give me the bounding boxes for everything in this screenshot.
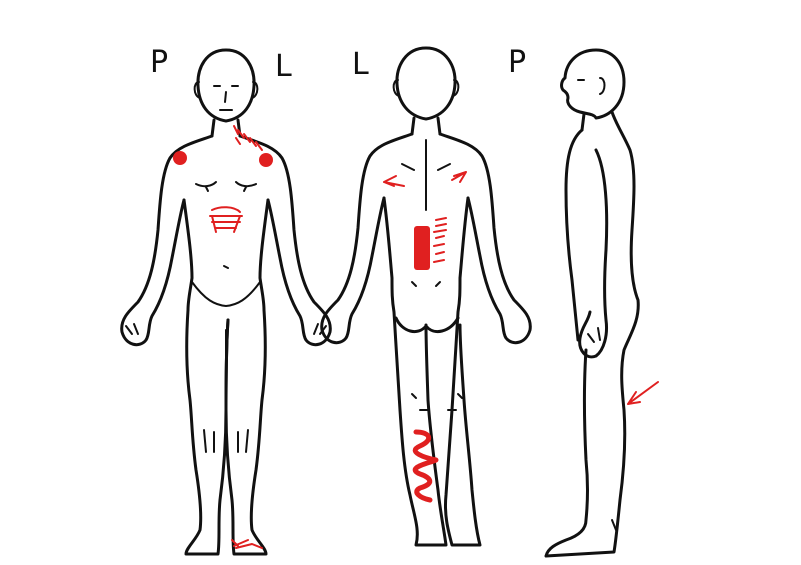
back-right-arrow (452, 172, 466, 182)
back-left-arrow (384, 176, 404, 186)
front-left-shoulder-mark (173, 151, 187, 165)
back-lumbar-mark (414, 226, 430, 270)
side-leg-arrow (628, 382, 658, 404)
front-neck-hatching (234, 126, 262, 150)
back-figure (322, 48, 531, 545)
front-right-shoulder-mark (259, 153, 273, 167)
front-abdomen-hatching (210, 207, 242, 232)
front-figure (122, 50, 331, 554)
back-lumbar-hatching (434, 218, 446, 262)
side-figure (546, 50, 658, 556)
